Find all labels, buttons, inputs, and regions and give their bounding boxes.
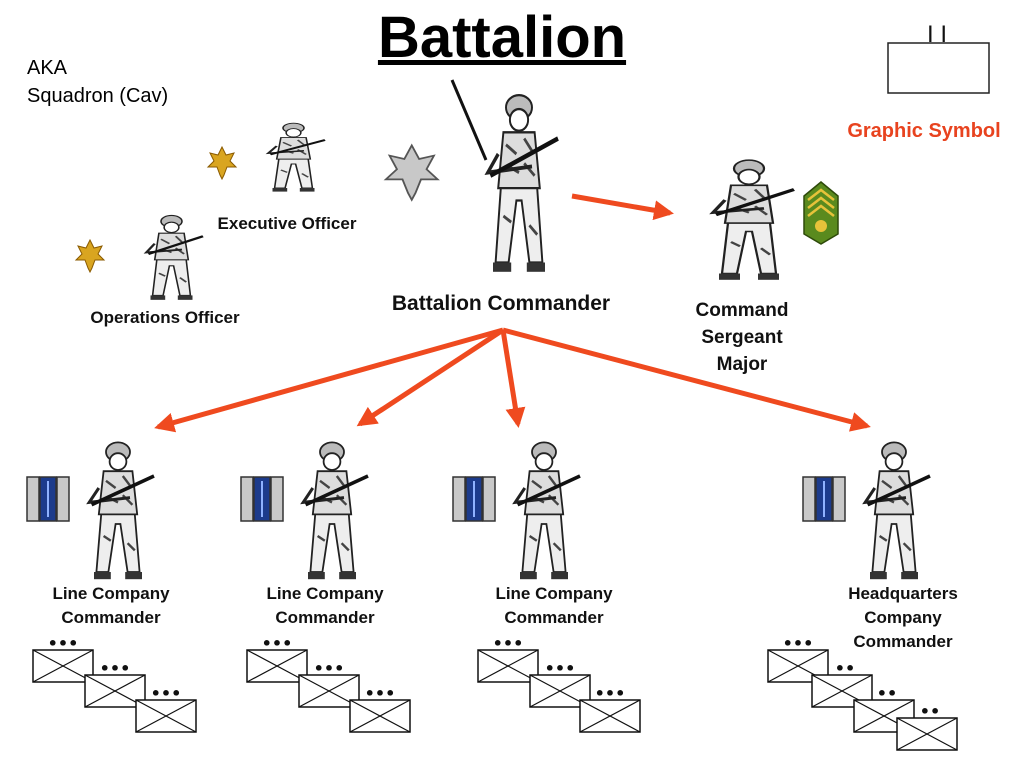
arrow-to-company-3 [500, 329, 526, 428]
company-symbol-icon [135, 699, 197, 733]
company-symbol-icon [579, 699, 641, 733]
company-symbol-icon [896, 717, 958, 751]
executive-officer-soldier-icon [266, 121, 327, 194]
platoon-dots: ••• [493, 634, 524, 653]
csm-line-2: Sergeant [701, 327, 783, 348]
platoon-dots: •• [835, 659, 855, 678]
operations-officer-label: Operations Officer [90, 308, 240, 327]
company-2-soldier-icon [301, 440, 370, 582]
oak-leaf-gold-icon [207, 146, 237, 180]
operations-officer-soldier-icon [144, 213, 205, 302]
company-symbol-icon [32, 649, 94, 683]
company-4-soldier-icon [863, 440, 932, 582]
company-label-line-1: Line Company [266, 584, 384, 603]
company-label-line-1: Headquarters [848, 584, 958, 603]
platoon-dots: ••• [100, 659, 131, 678]
company-4-label: Headquarters Company Commander [828, 582, 978, 654]
company-symbol-icon [477, 649, 539, 683]
arrow-to-company-1 [154, 327, 504, 433]
company-label-line-1: Line Company [495, 584, 613, 603]
captain-bar-icon [802, 476, 846, 522]
arrow-to-company-4 [502, 327, 871, 432]
graphic-symbol-marking: I I [927, 21, 947, 48]
sergeant-major-chevron-icon [803, 181, 839, 245]
company-label-line-3: Commander [853, 632, 953, 651]
captain-bar-icon [452, 476, 496, 522]
battalion-commander-label: Battalion Commander [391, 292, 611, 315]
platoon-dots: ••• [314, 659, 345, 678]
company-label-line-1: Line Company [52, 584, 170, 603]
company-2-label: Line Company Commander [250, 582, 400, 630]
platoon-dots: ••• [783, 634, 814, 653]
platoon-dots: •• [877, 684, 897, 703]
company-1-label: Line Company Commander [36, 582, 186, 630]
csm-line-1: Command [695, 300, 789, 321]
company-label-line-2: Commander [61, 608, 161, 627]
captain-bar-icon [240, 476, 284, 522]
platoon-dots: ••• [48, 634, 79, 653]
command-sergeant-major-label: Command Sergeant Major [672, 297, 812, 378]
battalion-commander-soldier-icon [488, 95, 558, 272]
platoon-dots: ••• [151, 684, 182, 703]
company-label-line-2: Company [864, 608, 942, 627]
arrow-to-company-2 [356, 327, 505, 427]
platoon-dots: ••• [545, 659, 576, 678]
company-label-line-2: Commander [275, 608, 375, 627]
company-label-line-2: Commander [504, 608, 604, 627]
platoon-dots: ••• [365, 684, 396, 703]
platoon-dots: ••• [262, 634, 293, 653]
sergeant-major-soldier-icon [713, 160, 794, 280]
aka-note: AKA Squadron (Cav) [27, 54, 168, 110]
platoon-dots: ••• [595, 684, 626, 703]
aka-line-1: AKA [27, 57, 68, 79]
page-title: Battalion [377, 5, 627, 70]
aka-line-2: Squadron (Cav) [27, 85, 169, 107]
executive-officer-label: Executive Officer [217, 214, 357, 233]
captain-bar-icon [26, 476, 70, 522]
commander-rifle-icon [450, 79, 488, 161]
oak-leaf-gold-icon [75, 239, 105, 273]
company-1-soldier-icon [87, 440, 156, 582]
company-3-label: Line Company Commander [479, 582, 629, 630]
csm-line-3: Major [716, 354, 768, 375]
arrow-to-csm [571, 193, 674, 221]
company-symbol-icon [246, 649, 308, 683]
company-3-soldier-icon [513, 440, 582, 582]
oak-leaf-silver-icon [384, 144, 439, 201]
graphic-symbol-label: Graphic Symbol [847, 120, 1001, 142]
company-symbol-icon [349, 699, 411, 733]
platoon-dots: •• [920, 702, 940, 721]
